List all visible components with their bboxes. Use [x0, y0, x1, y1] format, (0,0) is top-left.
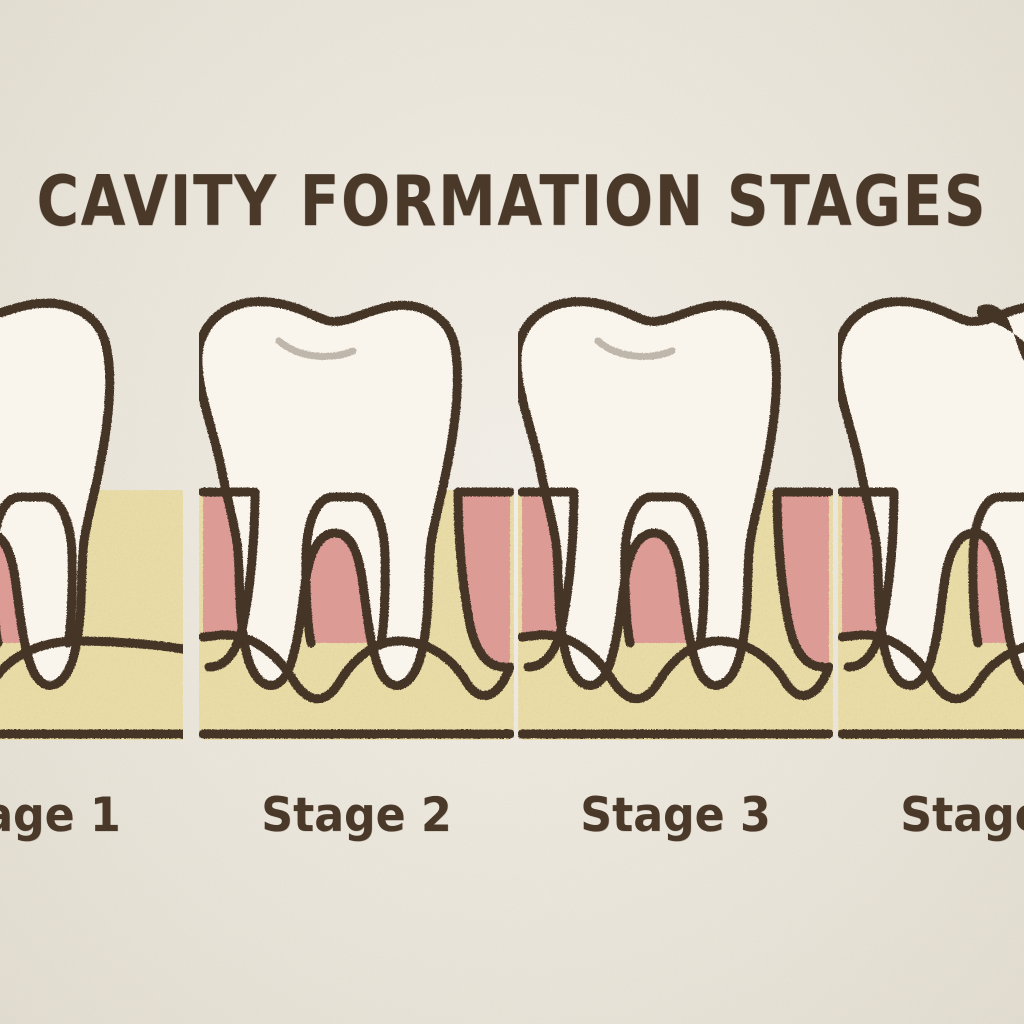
stage-label-2: Stage 2	[261, 788, 452, 843]
stage-panel-3	[518, 285, 833, 740]
stage-panel-4	[838, 285, 1024, 740]
gum-papilla-outline	[0, 492, 77, 648]
gum-papilla-outline	[620, 492, 709, 648]
tooth-outline	[0, 298, 115, 690]
cavity-decay-spot	[976, 304, 1024, 361]
tooth-body	[0, 303, 110, 686]
gum-right-outline	[453, 487, 514, 672]
tooth-outline	[838, 297, 1024, 690]
stage-panel-2	[199, 285, 514, 740]
gum-left-outline	[199, 487, 260, 672]
bone-surface-outline	[518, 630, 833, 704]
fissure-mark	[594, 337, 676, 360]
stage-label-3: Stage 3	[580, 788, 771, 843]
stage-label-1: Stage 1	[0, 788, 121, 843]
bone-surface-outline	[838, 630, 1024, 704]
bone-surface-outline	[0, 636, 183, 680]
gum-left-outline	[518, 487, 579, 672]
stage-label-4: Stage 4	[900, 788, 1024, 843]
page-title: CAVITY FORMATION STAGES	[36, 159, 988, 242]
bone-surface-outline	[199, 630, 514, 704]
tooth-outline	[199, 297, 462, 690]
gum-papilla-outline	[301, 492, 390, 648]
gum-papilla-outline	[968, 492, 1024, 648]
fissure-mark	[275, 337, 357, 360]
tooth-outline	[518, 297, 781, 690]
gum-left-outline	[838, 487, 899, 672]
gum-right-outline	[772, 487, 833, 672]
stage-panel-1	[0, 285, 183, 740]
